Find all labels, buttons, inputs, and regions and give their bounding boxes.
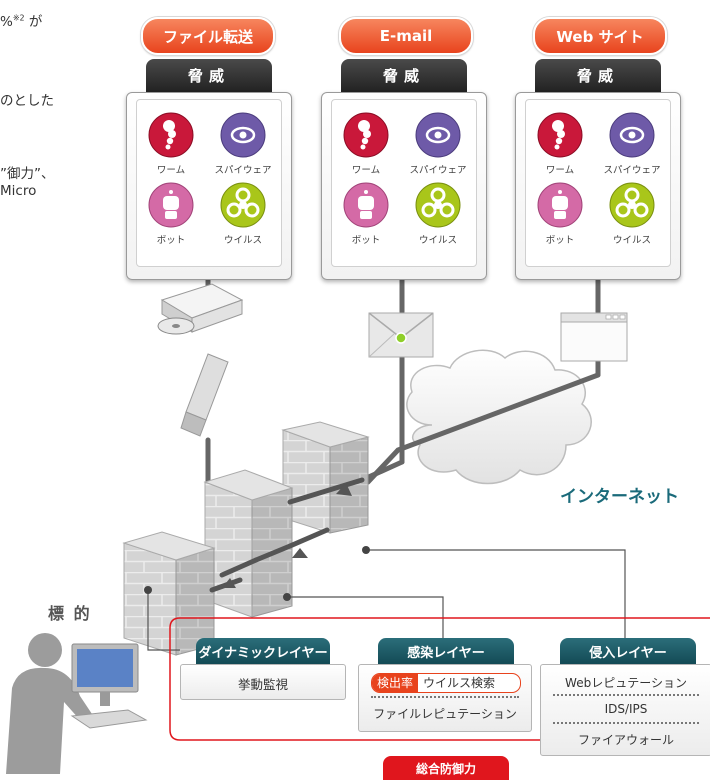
firewall-wall-middle xyxy=(203,469,294,618)
ids-ips: IDS/IPS xyxy=(604,702,648,716)
spyware-icon xyxy=(220,112,266,158)
detection-rate-badge: 検出率 ウイルス検索 xyxy=(371,673,521,693)
spyware-icon xyxy=(609,112,655,158)
side-text-line1: %※2 が xyxy=(0,13,43,31)
threat-tab-file: 脅威 xyxy=(146,59,272,92)
layer-tab-intrusion: 侵入レイヤー xyxy=(560,638,696,664)
optical-drive-icon xyxy=(157,283,244,335)
layer-box-infection: 検出率 ウイルス検索 ファイルレピュテーション xyxy=(358,664,532,732)
total-defense-label: 総合防御力 xyxy=(383,756,509,780)
target-label: 標 的 xyxy=(48,604,92,623)
virus-label: ウイルス xyxy=(612,235,651,246)
spyware-icon xyxy=(415,112,461,158)
virus-scan-label: ウイルス検索 xyxy=(423,676,496,690)
worm-icon xyxy=(537,112,583,158)
worm-label: ワーム xyxy=(545,165,575,176)
connector-infection xyxy=(287,596,444,638)
threat-panel-web: ワーム スパイウェア ボット ウイルス xyxy=(515,92,681,280)
internet-label: インターネット xyxy=(560,487,679,507)
threat-tab-web: 脅威 xyxy=(535,59,661,92)
threat-panel-file: ワーム スパイウェア ボット ウイルス xyxy=(126,92,292,280)
layer-tab-dynamic: ダイナミックレイヤー xyxy=(196,638,330,664)
total-defense-frame xyxy=(169,617,710,741)
web-reputation: Webレピュテーション xyxy=(565,676,687,690)
source-email: E-mail xyxy=(339,17,473,55)
layer-tab-infection: 感染レイヤー xyxy=(378,638,514,664)
side-text-line4: Micro xyxy=(0,183,37,199)
bot-icon xyxy=(148,182,194,228)
side-text-line2: のとした xyxy=(0,93,54,109)
virus-label: ウイルス xyxy=(418,235,457,246)
layer-box-intrusion: Webレピュテーション IDS/IPS ファイアウォール xyxy=(540,664,710,756)
worm-icon xyxy=(148,112,194,158)
spyware-label: スパイウェア xyxy=(409,165,467,176)
worm-label: ワーム xyxy=(156,165,186,176)
internet-cloud xyxy=(406,349,592,485)
worm-label: ワーム xyxy=(351,165,381,176)
email-envelope-icon xyxy=(368,312,434,358)
threat-panel-email: ワーム スパイウェア ボット ウイルス xyxy=(321,92,487,280)
worm-icon xyxy=(343,112,389,158)
bot-icon xyxy=(343,182,389,228)
bot-label: ボット xyxy=(545,235,575,246)
firewall-wall-back xyxy=(281,421,370,534)
detection-rate-label: 検出率 xyxy=(372,674,419,692)
source-file-transfer: ファイル転送 xyxy=(141,17,275,55)
virus-icon xyxy=(220,182,266,228)
virus-icon xyxy=(609,182,655,228)
file-reputation: ファイルレピュテーション xyxy=(373,707,517,721)
side-text-line3: ”御力”、 xyxy=(0,166,55,182)
firewall: ファイアウォール xyxy=(577,733,674,747)
layer-box-dynamic: 挙動監視 xyxy=(180,664,346,700)
source-website: Web サイト xyxy=(533,17,667,55)
threat-tab-email: 脅威 xyxy=(341,59,467,92)
line-web-diag xyxy=(365,372,601,485)
spyware-label: スパイウェア xyxy=(603,165,661,176)
bot-label: ボット xyxy=(351,235,381,246)
behavior-monitoring: 挙動監視 xyxy=(237,677,288,692)
virus-label: ウイルス xyxy=(223,235,262,246)
usb-drive-icon xyxy=(180,353,229,437)
spyware-label: スパイウェア xyxy=(214,165,272,176)
line-email-diag xyxy=(359,459,405,483)
target-user-icon xyxy=(6,633,148,774)
bot-label: ボット xyxy=(156,235,186,246)
bot-icon xyxy=(537,182,583,228)
browser-window-icon xyxy=(560,312,628,362)
connector-intrusion xyxy=(366,549,626,638)
virus-icon xyxy=(415,182,461,228)
